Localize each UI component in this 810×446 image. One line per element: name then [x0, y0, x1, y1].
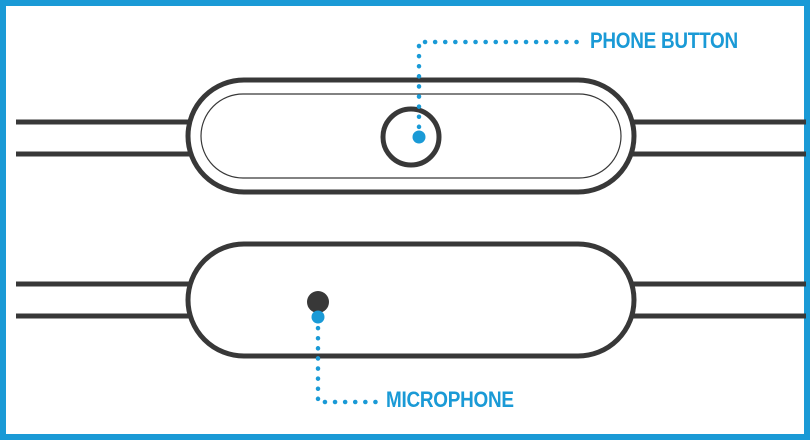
microphone-label: MICROPHONE: [386, 387, 514, 412]
microphone-callout-dot: [311, 310, 325, 324]
phone-button-callout-dot: [412, 130, 426, 144]
top-remote-cable: [16, 119, 806, 157]
microphone-callout: [311, 310, 379, 405]
bottom-remote-body: [185, 241, 637, 359]
phone-button-callout: [412, 39, 583, 144]
phone-button-label: PHONE BUTTON: [590, 28, 738, 53]
bottom-remote-cable: [16, 281, 806, 319]
top-remote-inner-outline: [200, 93, 622, 179]
phone-button[interactable]: [380, 106, 442, 168]
microphone-hole: [307, 291, 329, 313]
remote-diagram: [16, 39, 806, 405]
